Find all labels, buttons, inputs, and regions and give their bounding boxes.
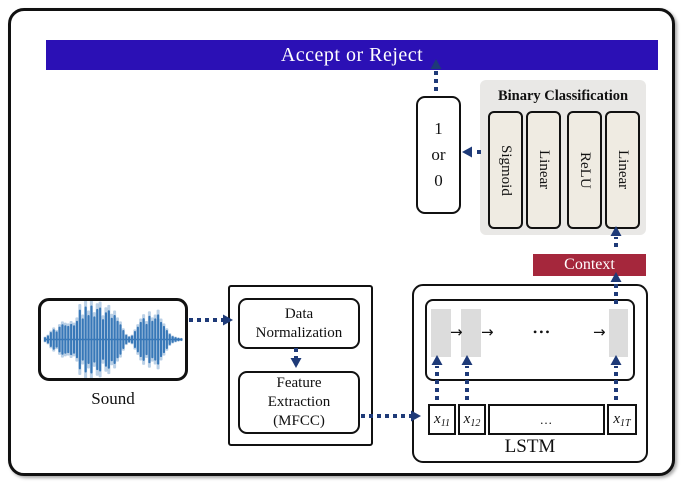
binary-classification-panel: Binary Classification Sigmoid Linear ReL… — [480, 80, 646, 235]
feature-line-2: Extraction — [267, 394, 331, 410]
normalization-line-1: Data — [284, 305, 314, 322]
input-ellipsis-box: ... — [488, 404, 605, 435]
preprocessing-block: Data Normalization Feature Extraction (M… — [228, 285, 373, 446]
data-normalization-box: Data Normalization — [238, 298, 360, 349]
cell-arrow-3: → — [593, 323, 606, 341]
output-line-or: or — [431, 145, 446, 164]
sound-label: Sound — [91, 389, 135, 408]
layer-linear-2-label: Linear — [615, 150, 631, 190]
normalization-line-2: Normalization — [255, 324, 343, 341]
input-ellipsis-label: ... — [540, 411, 553, 427]
cell-arrow-2: → — [481, 323, 494, 341]
feature-line-3: (MFCC) — [273, 413, 325, 429]
lstm-cell-1 — [431, 309, 451, 357]
input-x1T-box: x1T — [607, 404, 637, 435]
lstm-cell-container: → → ••• → — [425, 299, 635, 381]
layer-sigmoid-label: Sigmoid — [498, 144, 514, 196]
accept-reject-label: Accept or Reject — [280, 43, 424, 66]
context-box: Context — [533, 254, 646, 276]
diagram-frame: Accept or Reject 1 or 0 Binary Classific… — [8, 8, 675, 476]
output-line-0: 0 — [434, 171, 443, 190]
audio-waveform — [43, 301, 183, 378]
context-label: Context — [564, 256, 615, 273]
layer-linear-1: Linear — [526, 111, 561, 229]
accept-reject-banner: Accept or Reject — [46, 40, 658, 70]
input-x12-label: x12 — [463, 410, 481, 429]
lstm-label: LSTM — [504, 436, 556, 457]
input-x11-box: x11 — [428, 404, 456, 435]
cell-ellipsis: ••• — [533, 325, 552, 339]
layer-relu: ReLU — [567, 111, 602, 229]
lstm-block: → → ••• → x11 x12 ... x1T LSTM — [412, 284, 648, 463]
layer-linear-2: Linear — [605, 111, 640, 229]
feature-extraction-box: Feature Extraction (MFCC) — [238, 371, 360, 434]
input-x11-label: x11 — [434, 410, 450, 429]
input-x1T-label: x1T — [613, 410, 631, 429]
lstm-cell-T — [609, 309, 628, 357]
binary-classification-title: Binary Classification — [497, 88, 629, 104]
output-line-1: 1 — [434, 119, 443, 138]
input-x12-box: x12 — [458, 404, 486, 435]
lstm-cell-2 — [461, 309, 481, 357]
layer-relu-label: ReLU — [577, 151, 593, 189]
sound-waveform-box — [38, 298, 188, 381]
feature-line-1: Feature — [276, 375, 322, 391]
cell-arrow-1: → — [450, 323, 463, 341]
layer-sigmoid: Sigmoid — [488, 111, 523, 229]
output-one-or-zero-box: 1 or 0 — [416, 96, 461, 214]
layer-linear-1-label: Linear — [536, 150, 552, 190]
